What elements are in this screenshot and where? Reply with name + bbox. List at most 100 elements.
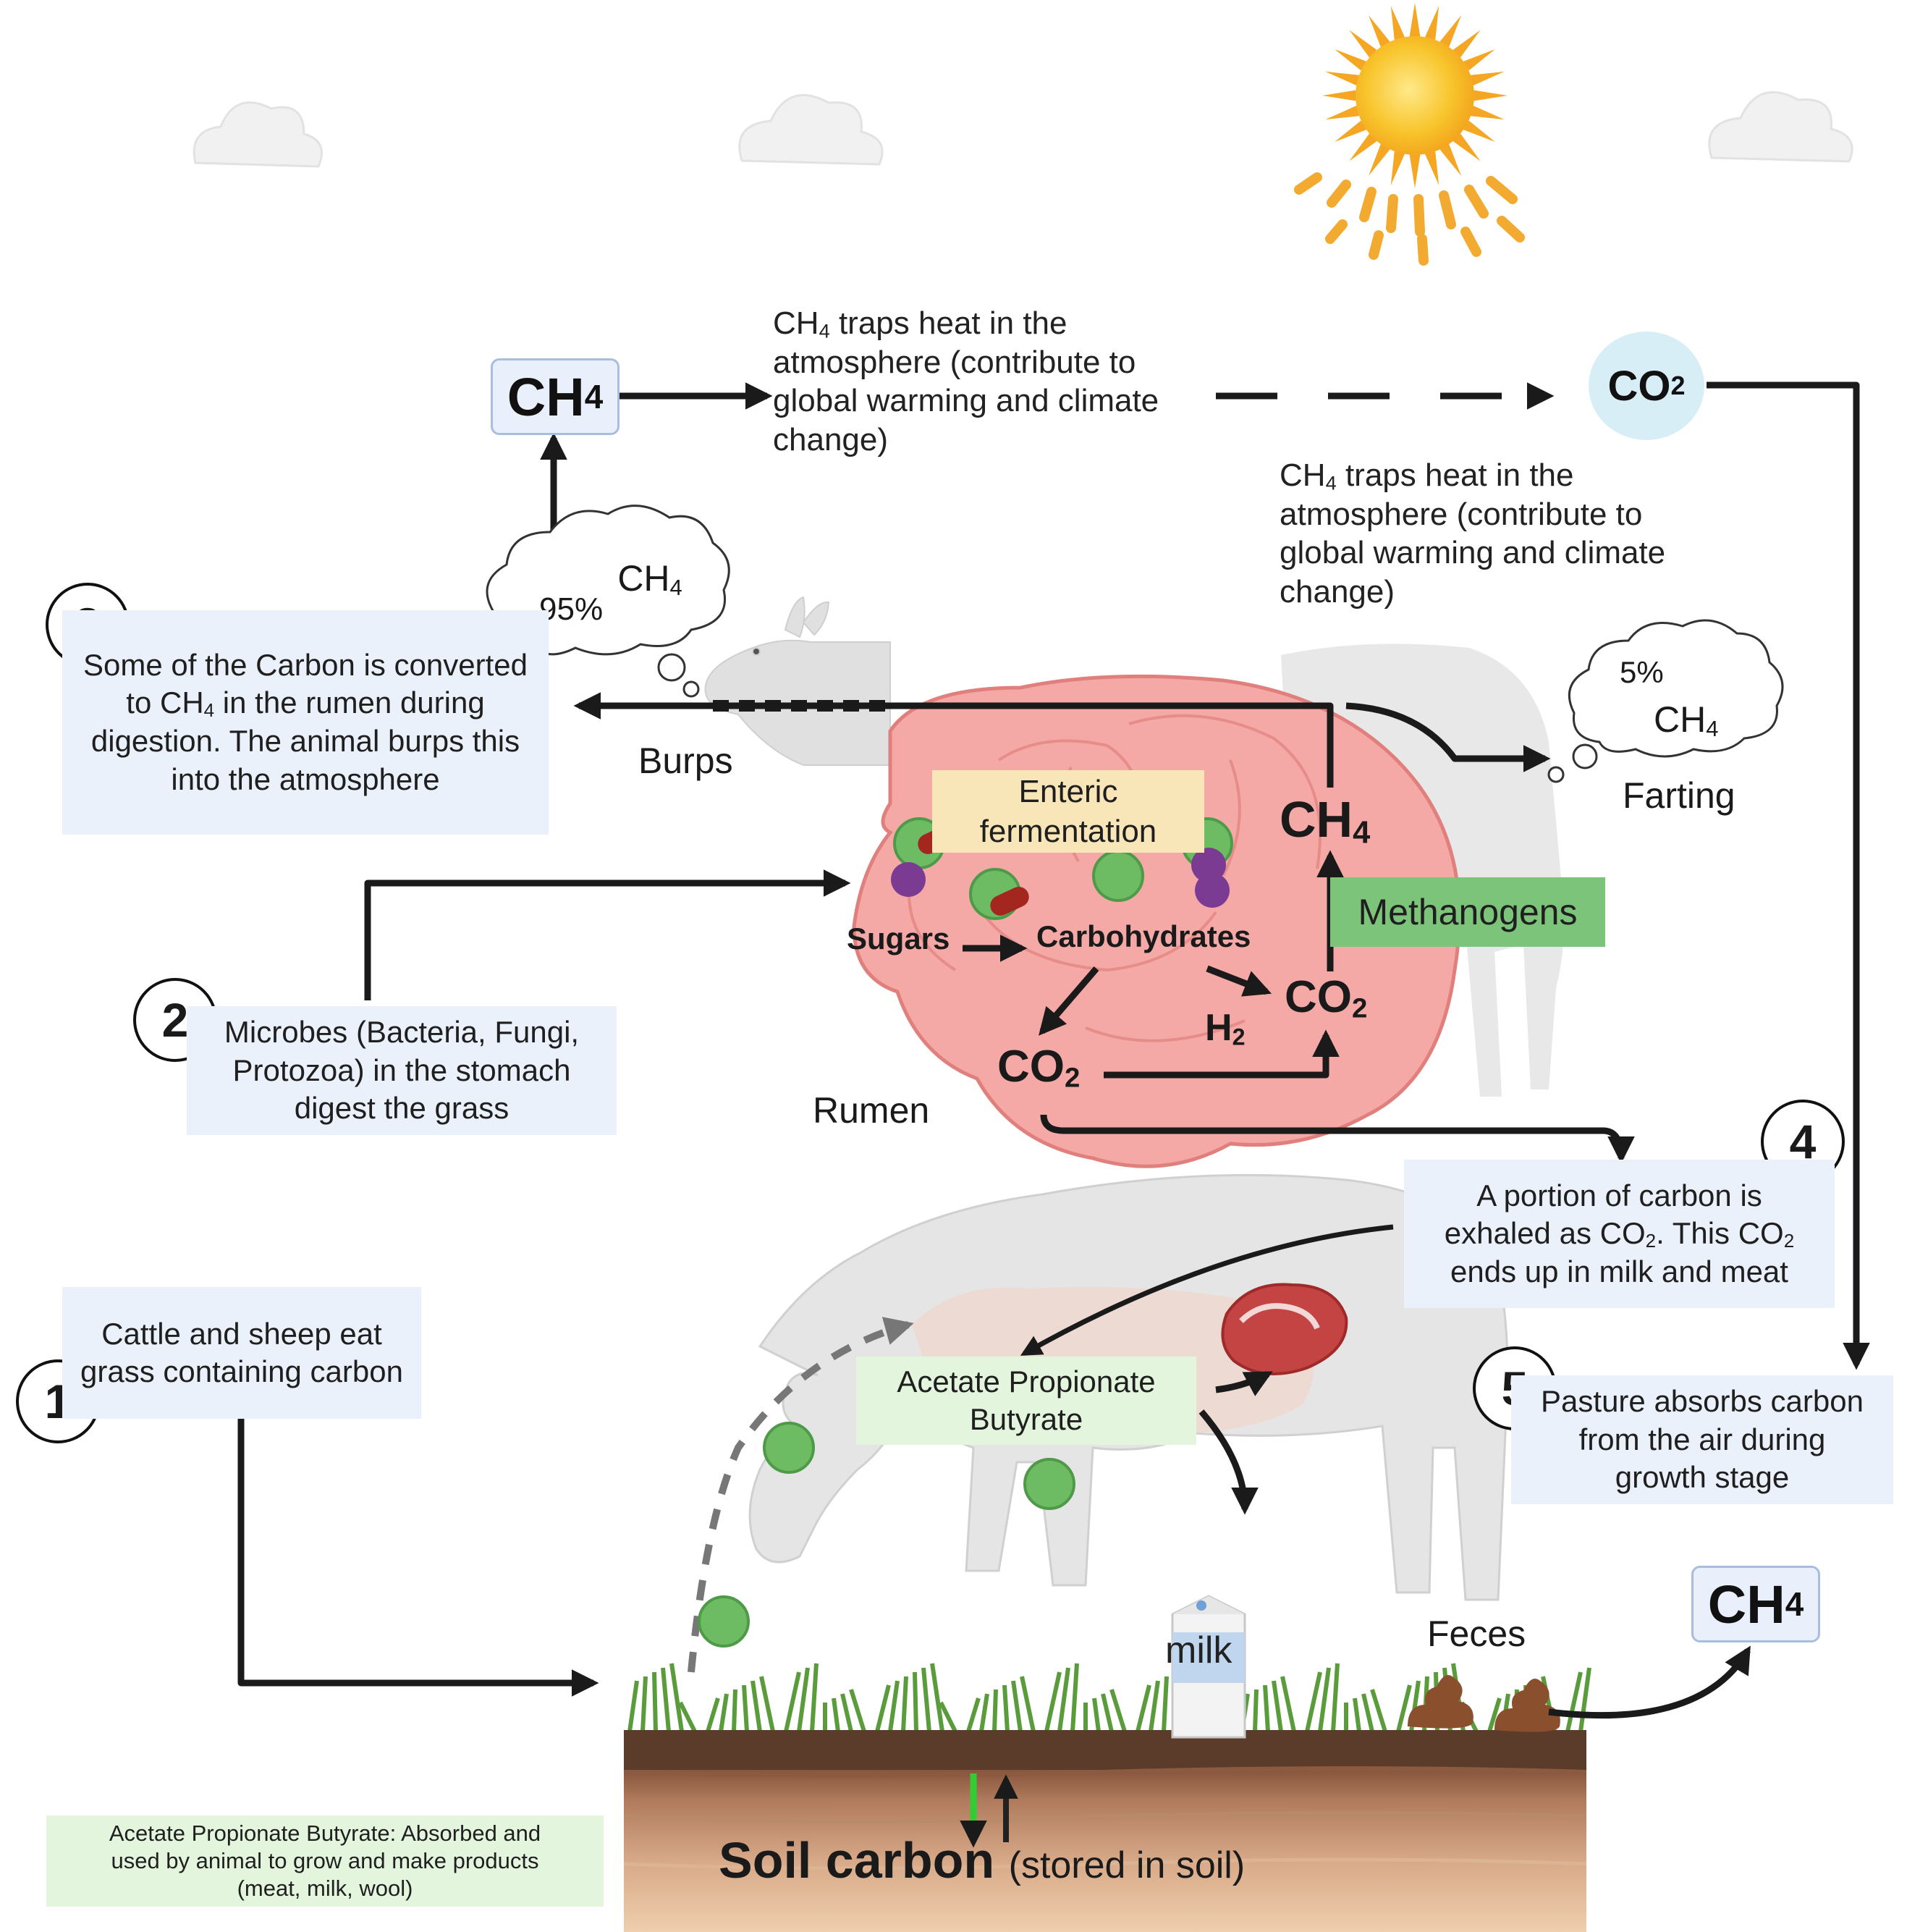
grass-blade (1263, 1684, 1270, 1732)
rumen-co2-right: CO2 (1285, 971, 1367, 1025)
grass-blade (759, 1676, 775, 1732)
grass-blade (875, 1684, 891, 1732)
grass-blade (832, 1697, 840, 1732)
cow-head-illustration (704, 596, 891, 766)
sun-ray (1325, 106, 1360, 120)
grass-blade (1305, 1671, 1322, 1732)
protozoa-microbe-icon (1195, 873, 1230, 908)
arrow-vfa-milk (1198, 1409, 1259, 1515)
grass-blade (706, 1697, 720, 1732)
fungus-microbe-icon (763, 1422, 815, 1474)
grass-blade (669, 1663, 684, 1732)
grass-blade (849, 1689, 866, 1732)
grass-blade (1136, 1684, 1151, 1732)
sun-ray (1369, 15, 1390, 47)
rumen-label: Rumen (813, 1090, 930, 1131)
grass-blade (1020, 1676, 1036, 1732)
ch4-label: CH (507, 366, 585, 427)
sun-ray (1390, 151, 1405, 185)
ch4-subscript: 4 (1785, 1585, 1804, 1623)
arrow-grass-intake (237, 1419, 599, 1697)
grass-blade (1318, 1667, 1331, 1732)
milk-label: milk (1165, 1629, 1232, 1671)
co2-left: CO (997, 1042, 1065, 1092)
protozoa-microbe-icon (891, 862, 926, 897)
grass-blade (1361, 1693, 1374, 1732)
grass-blade (1396, 1684, 1412, 1732)
sky-cloud-middle (738, 93, 884, 166)
grass-blade (1565, 1671, 1583, 1732)
grass-blade (1487, 1697, 1502, 1732)
farting-label: Farting (1623, 775, 1735, 816)
arrow-carbs-co2 (1039, 966, 1099, 1036)
ch4-label: CH (1707, 1574, 1785, 1634)
note-pre: CH (773, 305, 819, 341)
sun-ray (1369, 144, 1390, 176)
step-4-pre: A portion of carbon is exhaled as CO (1444, 1178, 1762, 1251)
grass-blade (1280, 1676, 1296, 1732)
arrow-vfa-meat (1215, 1371, 1273, 1396)
grass-blade (750, 1680, 762, 1732)
carbohydrates-label: Carbohydrates (1036, 919, 1251, 953)
grass-blade (1109, 1689, 1127, 1732)
grass-blade (797, 1667, 810, 1732)
soil-carbon-label: Soil carbon (stored in soil) (719, 1831, 1245, 1889)
sun-ray (1453, 30, 1481, 58)
note-post: traps heat in the atmosphere (contribute… (1280, 457, 1666, 610)
sun-ray (1453, 133, 1481, 161)
grass-blade (1272, 1680, 1283, 1732)
note-post: traps heat in the atmosphere (contribute… (773, 305, 1159, 458)
soil-carbon-stored: (stored in soil) (1008, 1844, 1246, 1886)
grass-blade (1331, 1663, 1340, 1732)
soil-carbon-bold: Soil carbon (719, 1832, 995, 1889)
grass-blade (1002, 1684, 1010, 1732)
co2-right: CO (1285, 972, 1352, 1022)
flow-arrows (237, 381, 1870, 1719)
sun-ray (1425, 6, 1439, 41)
grass-blade (1057, 1667, 1070, 1732)
atmosphere-note-right: CH4 traps heat in the atmosphere (contri… (1280, 456, 1714, 612)
grass-blade (939, 1701, 957, 1733)
grass-blade (913, 1671, 918, 1732)
sun-ray (1335, 49, 1366, 71)
co2-subscript: 2 (1670, 371, 1686, 400)
sun-ray (1463, 120, 1495, 142)
step-1-text: Cattle and sheep eat grass containing ca… (62, 1287, 421, 1419)
footnote: Acetate Propionate Butyrate: Absorbed an… (46, 1815, 604, 1907)
step-3-text: Some of the Carbon is converted to CH4 i… (62, 610, 549, 835)
grass-blade (1011, 1680, 1023, 1732)
arrow-box4-pointer (1020, 1224, 1394, 1357)
grass-illustration (627, 1663, 1591, 1733)
grass-blade (930, 1663, 944, 1732)
steak-icon (1221, 1283, 1348, 1375)
fart-ch4-sub: 4 (1706, 716, 1719, 742)
arrow-exhale (1040, 1114, 1635, 1164)
sun-ray (1439, 15, 1461, 47)
step-4-post: ends up in milk and meat (1450, 1254, 1788, 1288)
step-2-text: Microbes (Bacteria, Fungi, Protozoa) in … (187, 1006, 617, 1135)
sun-ray (1409, 3, 1421, 37)
rumen-ch4-label: CH4 (1280, 790, 1370, 851)
grass-blade (888, 1680, 900, 1732)
grass-blade (992, 1689, 998, 1732)
co2-label: CO (1607, 362, 1671, 410)
fart-cloud-percent: 5% (1620, 655, 1664, 689)
step-3-pre: Some of the Carbon is converted to CH (83, 647, 528, 720)
fungus-microbe-icon (1092, 850, 1144, 902)
step-4-mid: . This CO (1656, 1216, 1784, 1251)
grass-blade (1101, 1693, 1114, 1732)
grass-blade (640, 1676, 648, 1732)
sugars-label: Sugars (847, 921, 950, 956)
grass-blade (719, 1693, 729, 1732)
fart-ch4: CH (1654, 699, 1707, 740)
sun-ray (1463, 49, 1495, 71)
arrow-farting (1345, 702, 1551, 772)
sky-cloud-right (1708, 90, 1853, 163)
sun-ray (1390, 6, 1405, 41)
vfa-label: Acetate Propionate Butyrate (856, 1357, 1196, 1445)
arrow-co2-to-pasture (1707, 381, 1870, 1370)
grass-blade (966, 1697, 981, 1732)
h2: H (1205, 1007, 1232, 1049)
